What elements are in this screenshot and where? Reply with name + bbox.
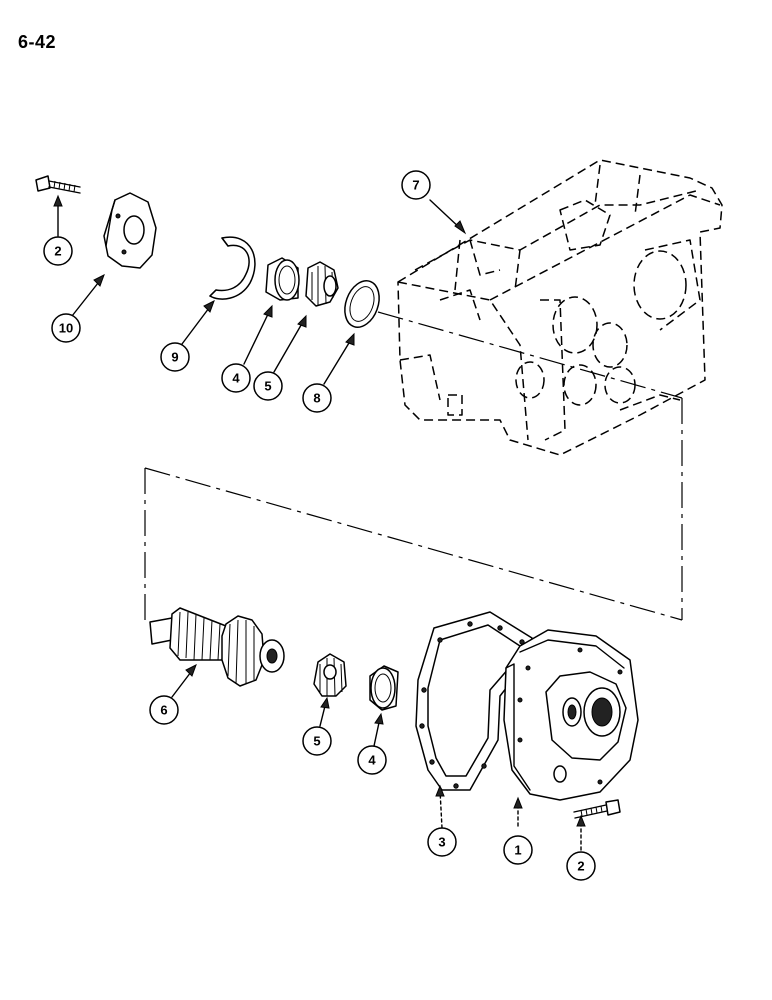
bolt-top xyxy=(35,175,81,194)
svg-text:8: 8 xyxy=(313,391,320,406)
cluster-gear-shaft xyxy=(149,607,285,687)
callout-retainer-plate: 10 xyxy=(51,313,81,343)
cover xyxy=(503,629,639,801)
gasket xyxy=(415,611,533,791)
callout-bearing-cone-top: 5 xyxy=(253,371,283,401)
bearing-cone-lower xyxy=(313,653,347,697)
seal-ring xyxy=(344,280,380,328)
callout-bearing-cone-lower: 5 xyxy=(302,726,332,756)
callout-snap-ring: 9 xyxy=(160,342,190,372)
alignment-lines xyxy=(144,311,683,625)
transmission-housing xyxy=(397,159,723,456)
bearing-cup-lower xyxy=(369,665,399,711)
svg-text:4: 4 xyxy=(368,753,376,768)
page-number: 6-42 xyxy=(18,32,57,52)
leader-arrows xyxy=(53,194,586,851)
svg-text:5: 5 xyxy=(264,379,271,394)
callout-cover: 1 xyxy=(503,835,533,865)
svg-text:3: 3 xyxy=(438,835,445,850)
callout-bolt-top: 2 xyxy=(43,236,73,266)
snap-ring xyxy=(209,236,256,300)
callout-gasket: 3 xyxy=(427,827,457,857)
svg-text:2: 2 xyxy=(54,244,61,259)
bearing-cone-top xyxy=(305,261,339,307)
svg-text:1: 1 xyxy=(514,843,521,858)
svg-text:4: 4 xyxy=(232,371,240,386)
callout-bolt-lower: 2 xyxy=(566,851,596,881)
svg-text:7: 7 xyxy=(412,178,419,193)
bearing-cup-top xyxy=(265,257,300,301)
svg-text:5: 5 xyxy=(313,734,320,749)
callout-bearing-cup-lower: 4 xyxy=(357,745,387,775)
callout-transmission-housing: 7 xyxy=(401,170,431,200)
svg-text:6: 6 xyxy=(160,703,167,718)
svg-text:9: 9 xyxy=(171,350,178,365)
callout-seal-ring: 8 xyxy=(302,383,332,413)
callouts: 2 10 9 4 5 8 7 6 xyxy=(43,170,596,881)
svg-text:2: 2 xyxy=(577,859,584,874)
retainer-plate xyxy=(103,192,157,269)
callout-cluster-gear: 6 xyxy=(149,695,179,725)
svg-text:10: 10 xyxy=(59,321,73,336)
callout-bearing-cup-top: 4 xyxy=(221,363,251,393)
